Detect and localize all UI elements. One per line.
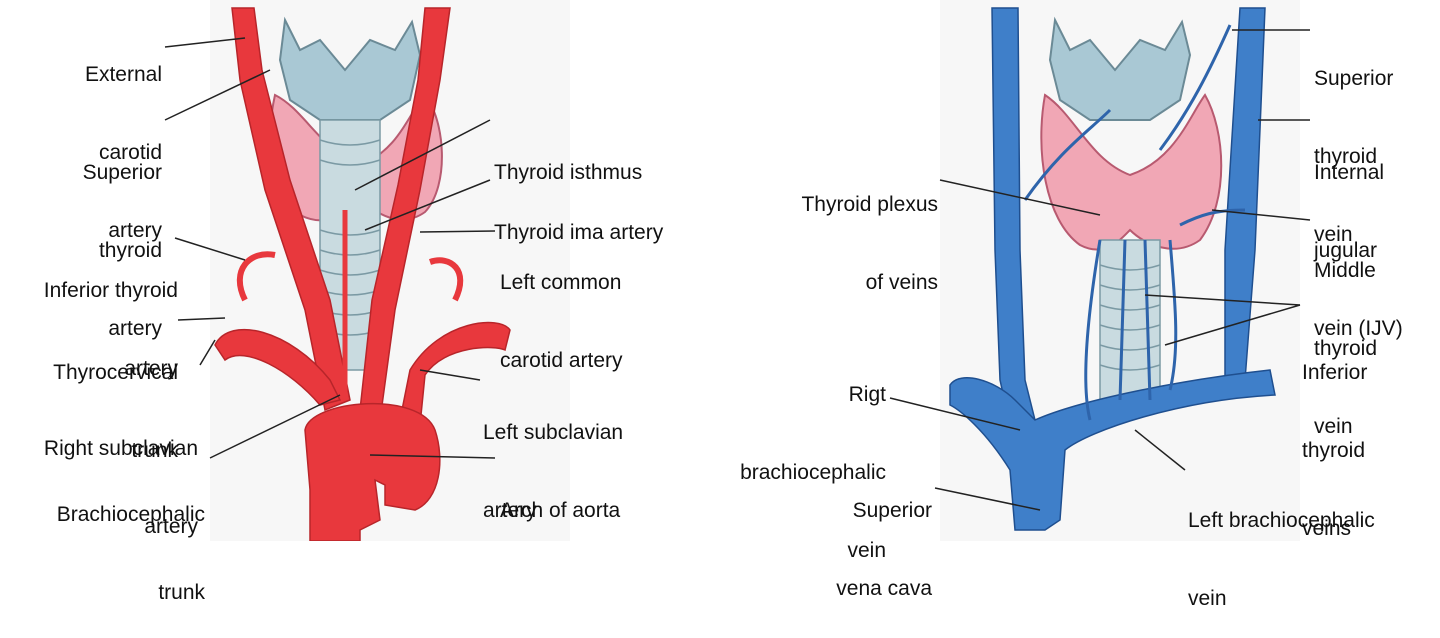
label-left-subclavian-artery: Left subclavian artery: [483, 368, 623, 550]
inferior-thyroid-artery-left: [429, 257, 464, 302]
larynx-cartilage: [278, 16, 422, 121]
right-carotid-artery: [231, 7, 351, 412]
label-superior-thyroid-vein: Superior thyroid vein: [1314, 14, 1393, 274]
label-middle-thyroid-vein: Middle thyroid vein: [1314, 206, 1377, 466]
label-line: vena cava: [836, 577, 932, 600]
inferior-thyroid-artery-right: [236, 251, 276, 302]
label-line: Superior: [82, 161, 162, 184]
label-line: Left brachiocephalic: [1188, 509, 1375, 532]
label-line: Left subclavian: [483, 421, 624, 444]
label-line: vein (IJV): [1314, 317, 1403, 340]
label-line: Thyroid ima artery: [494, 221, 664, 244]
label-line: artery: [108, 317, 162, 340]
label-line: Internal: [1314, 161, 1385, 184]
thyroid-vasculature-illustration: [164, 0, 1311, 541]
label-line: carotid: [98, 141, 162, 164]
arterial-leader-lines: [164, 37, 496, 459]
label-line: vein: [1188, 587, 1227, 610]
label-line: Thyrocervical: [53, 361, 178, 384]
label-right-subclavian-artery: Right subclavian artery: [0, 384, 198, 566]
label-line: thyroid: [1314, 337, 1378, 360]
label-line: Rigt: [848, 383, 886, 406]
venous-panel: [889, 0, 1311, 541]
label-inferior-thyroid-artery: Inferior thyroid artery: [0, 226, 178, 408]
label-line: trunk: [158, 581, 205, 604]
label-line: veins: [1302, 517, 1352, 540]
label-line: External: [84, 63, 162, 86]
label-line: vein: [1314, 415, 1353, 438]
thyroid-veins: [1023, 24, 1246, 421]
label-line: Middle: [1314, 259, 1376, 282]
label-line: Inferior: [1302, 361, 1368, 384]
label-superior-vena-cava: Superior vena cava: [780, 446, 932, 628]
label-line: of veins: [865, 271, 938, 294]
label-line: Superior: [1314, 67, 1394, 90]
right-subclavian-artery: [214, 329, 342, 406]
label-line: Right subclavian: [43, 437, 198, 460]
label-internal-jugular-vein: Internal jugular vein (IJV): [1314, 108, 1403, 368]
label-line: thyroid: [98, 239, 162, 262]
venous-leader-lines: [889, 29, 1311, 511]
thyroid-gland: [1040, 93, 1223, 251]
label-superior-thyroid-artery: Superior thyroid artery: [40, 108, 162, 368]
label-brachiocephalic-trunk: Brachiocephalic trunk: [0, 450, 205, 632]
label-line: Left common: [500, 271, 622, 294]
tracheal-rings: [1099, 264, 1161, 371]
label-line: Thyroid isthmus: [494, 161, 643, 184]
label-external-carotid-artery: External carotid artery: [40, 10, 162, 270]
label-left-brachiocephalic-vein: Left brachiocephalic vein: [1188, 456, 1375, 638]
label-line: Superior: [852, 499, 932, 522]
label-thyrocervical-trunk: Thyrocervical trunk: [0, 308, 178, 490]
label-line: Inferior thyroid: [43, 279, 178, 302]
label-line: Arch of aorta: [500, 499, 621, 522]
label-line: vein: [1314, 223, 1353, 246]
label-thyroid-isthmus: Thyroid isthmus: [494, 108, 642, 212]
label-line: Thyroid plexus: [801, 193, 938, 216]
label-line: artery: [108, 219, 162, 242]
label-line: Brachiocephalic: [56, 503, 205, 526]
label-line: artery: [124, 357, 178, 380]
label-inferior-thyroid-veins: Inferior thyroid veins: [1302, 308, 1367, 568]
label-thyroid-plexus-of-veins: Thyroid plexus of veins: [740, 140, 938, 322]
brachiocephalic-veins: [949, 369, 1276, 531]
larynx-cartilage: [1048, 16, 1192, 121]
label-line: brachiocephalic: [740, 461, 886, 484]
label-line: trunk: [131, 439, 178, 462]
aortic-arch: [304, 403, 441, 541]
label-line: artery: [144, 515, 198, 538]
label-line: thyroid: [1314, 145, 1378, 168]
label-line: thyroid: [1302, 439, 1366, 462]
trachea: [1099, 239, 1161, 401]
label-left-common-carotid-artery: Left common carotid artery: [500, 218, 623, 400]
label-line: artery: [483, 499, 537, 522]
label-arch-of-aorta: Arch of aorta: [500, 446, 620, 550]
label-line: jugular: [1314, 239, 1378, 262]
arterial-panel: [164, 0, 570, 541]
label-thyroid-ima-artery: Thyroid ima artery: [494, 168, 663, 272]
label-line: carotid artery: [500, 349, 623, 372]
